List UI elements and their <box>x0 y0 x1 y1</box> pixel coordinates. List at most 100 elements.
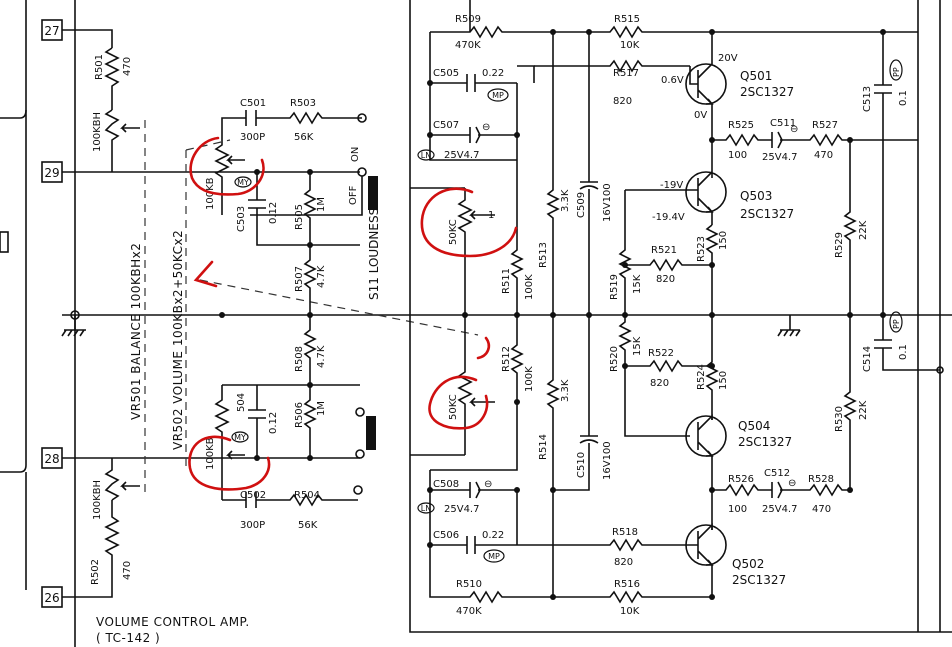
svg-text:C506: C506 <box>433 530 459 541</box>
svg-text:Q502: Q502 <box>732 557 764 571</box>
svg-text:470: 470 <box>122 57 133 76</box>
resistor-r501: R501 470 <box>94 47 133 110</box>
wire-t27 <box>62 29 113 48</box>
svg-text:PP: PP <box>892 67 901 77</box>
svg-text:16V100: 16V100 <box>602 441 613 480</box>
voltage-q503-base: -19V <box>660 180 683 191</box>
wire-r518 <box>530 538 698 552</box>
svg-text:28: 28 <box>44 452 59 466</box>
svg-text:PP: PP <box>892 319 901 329</box>
switch-contact-lower-a <box>355 407 365 417</box>
pp-badge-lower <box>889 311 903 333</box>
resistor-r509: R509 470K <box>455 14 481 51</box>
transistor-q502: Q502 2SC1327 <box>685 523 786 597</box>
voltage-q501-base: 0.6V <box>661 75 684 86</box>
voltage-q501-collector: 20V <box>718 53 738 64</box>
svg-text:1M: 1M <box>316 197 327 212</box>
svg-text:R530: R530 <box>834 406 845 432</box>
svg-text:504: 504 <box>236 393 247 412</box>
switch-contact-on-lower <box>353 485 363 495</box>
svg-text:R520: R520 <box>609 346 620 372</box>
svg-text:C511: C511 <box>770 118 796 129</box>
capacitor-c511: C511 25V4.7 ⊖ <box>762 118 798 163</box>
svg-text:C508: C508 <box>433 479 459 490</box>
capacitor-c508: C508 ⊖ 25V4.7 <box>430 479 517 515</box>
svg-text:3.3K: 3.3K <box>560 379 571 402</box>
resistor-r507: R507 4.7K <box>294 245 327 315</box>
svg-text:10K: 10K <box>620 606 640 617</box>
capacitor-c510: C510 16V100 <box>553 315 613 491</box>
resistor-r515: R515 10K <box>614 14 640 51</box>
pot-50kc-lower: 50KC <box>448 315 495 455</box>
wire-t26 <box>62 575 113 598</box>
pot-50kc-upper: 50KC 1 <box>448 188 495 315</box>
svg-text:25V4.7: 25V4.7 <box>762 504 797 515</box>
svg-text:1M: 1M <box>316 401 327 416</box>
svg-text:29: 29 <box>44 166 59 180</box>
resistor-r512: R512 100K <box>501 315 535 402</box>
svg-text:Q503: Q503 <box>740 189 772 203</box>
svg-text:27: 27 <box>44 24 59 38</box>
svg-text:R511: R511 <box>501 268 512 294</box>
resistor-r517: R517 820 <box>613 68 639 107</box>
my-badge-upper <box>234 176 252 188</box>
svg-text:300P: 300P <box>240 520 265 531</box>
transistor-q501: Q501 2SC1327 <box>685 32 794 118</box>
svg-text:50KC: 50KC <box>448 394 459 420</box>
schematic-title: VOLUME CONTROL AMP. <box>96 615 250 629</box>
svg-text:470: 470 <box>122 561 133 580</box>
svg-text:100K: 100K <box>524 274 535 300</box>
svg-text:R519: R519 <box>609 274 620 300</box>
svg-text:R516: R516 <box>614 579 640 590</box>
svg-text:0.1: 0.1 <box>898 90 909 106</box>
resistor-r516: R516 10K <box>614 579 640 617</box>
switch-contact-lower-b <box>355 449 365 459</box>
svg-text:C501: C501 <box>240 98 266 109</box>
svg-text:R514: R514 <box>538 434 549 460</box>
svg-text:4.7K: 4.7K <box>316 265 327 288</box>
svg-text:820: 820 <box>614 557 633 568</box>
svg-text:Q504: Q504 <box>738 419 770 433</box>
svg-text:C510: C510 <box>576 452 587 478</box>
svg-text:MY: MY <box>237 178 249 187</box>
capacitor-c509: C509 16V100 <box>576 32 613 315</box>
svg-text:56K: 56K <box>294 132 314 143</box>
svg-text:15K: 15K <box>632 336 643 356</box>
svg-text:R507: R507 <box>294 266 305 292</box>
svg-text:C503: C503 <box>236 206 247 232</box>
svg-text:R506: R506 <box>294 402 305 428</box>
svg-text:C512: C512 <box>764 468 790 479</box>
svg-text:MP: MP <box>488 552 500 561</box>
gang-volume-50kc <box>199 279 479 336</box>
wire-feedback-upper <box>429 32 517 161</box>
svg-text:22K: 22K <box>858 400 869 420</box>
svg-text:300P: 300P <box>240 132 265 143</box>
svg-text:470: 470 <box>814 150 833 161</box>
svg-text:1: 1 <box>488 210 494 221</box>
resistor-r520: R520 15K <box>609 315 690 437</box>
svg-text:150: 150 <box>718 371 729 390</box>
output-node <box>936 366 944 374</box>
vr501-label: VR501 BALANCE 100KBHx2 <box>129 243 143 420</box>
svg-text:R502: R502 <box>90 559 101 585</box>
svg-text:R521: R521 <box>651 245 677 256</box>
capacitor-c512: C512 25V4.7 ⊖ <box>762 468 797 515</box>
svg-text:R529: R529 <box>834 232 845 258</box>
mp-badge-lower <box>483 549 505 563</box>
resistor-r530: R530 22K <box>834 315 869 490</box>
svg-text:470K: 470K <box>455 40 481 51</box>
resistor-r513 <box>546 32 560 315</box>
svg-text:R523: R523 <box>696 236 707 262</box>
switch-s11-upper <box>368 176 378 210</box>
svg-text:820: 820 <box>650 378 669 389</box>
resistor-r527: R527 470 <box>812 120 838 161</box>
resistor-r522: R522 820 <box>648 348 674 389</box>
svg-text:R518: R518 <box>612 527 638 538</box>
ln-badge-upper <box>417 149 435 161</box>
svg-text:22K: 22K <box>858 220 869 240</box>
capacitor-c507: C507 ⊖ 25V4.7 <box>430 120 517 161</box>
resistor-r503: R503 56K <box>290 98 316 143</box>
resistor-r529: R529 22K <box>834 140 869 315</box>
svg-text:100K: 100K <box>524 366 535 392</box>
wire-feedback-lower <box>430 402 518 471</box>
